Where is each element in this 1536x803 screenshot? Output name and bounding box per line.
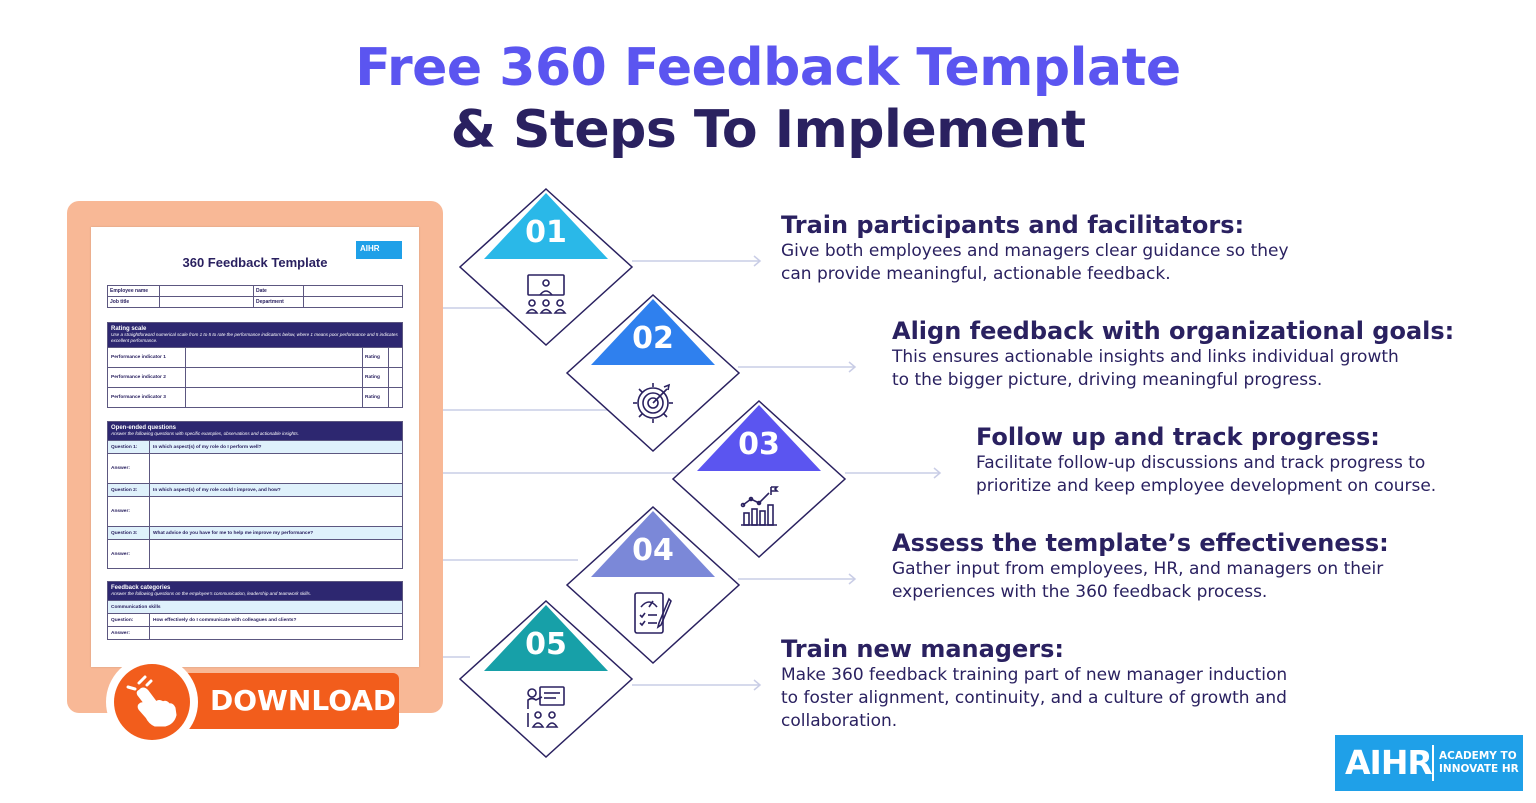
page-subtitle: & Steps To Implement [450, 100, 1086, 160]
step-02-number: 02 [632, 321, 674, 356]
step-05-triangle [484, 605, 608, 671]
step-02-triangle [591, 299, 715, 365]
step-01: 01 [458, 187, 634, 347]
step-05: 05 [458, 599, 634, 759]
growth-chart-icon [740, 486, 779, 526]
template-preview[interactable]: 360 Feedback Template AIHR Employee name… [91, 227, 419, 667]
step-05-title: Train new managers: [781, 635, 1064, 663]
step-04-title: Assess the template’s effectiveness: [892, 529, 1389, 557]
step-05-text: Train new managers: Make 360 feedback tr… [781, 635, 1288, 731]
employee-info-table: Employee name Date Job title Department [107, 285, 403, 308]
manager-training-icon [527, 686, 565, 728]
target-gear-icon [633, 383, 673, 423]
download-button[interactable] [160, 673, 399, 729]
step-03-title: Follow up and track progress: [976, 423, 1380, 451]
step-03: 03 [671, 399, 847, 559]
step-03-number: 03 [738, 427, 780, 462]
step-04-number: 04 [632, 533, 674, 568]
step-03-triangle [697, 405, 821, 471]
step-04-triangle [591, 511, 715, 577]
download-label[interactable]: DOWNLOAD [210, 684, 397, 717]
step-02: 02 [565, 293, 741, 453]
step-01-text: Train participants and facilitators: Giv… [781, 211, 1289, 284]
step-02-text: Align feedback with organizational goals… [892, 317, 1455, 390]
step-04: 04 [565, 505, 741, 665]
template-title: 360 Feedback Template [182, 255, 328, 270]
page-title: Free 360 Feedback Template [355, 38, 1181, 98]
step-01-triangle [484, 193, 608, 259]
pointing-hand-icon [126, 675, 177, 727]
step-04-text: Assess the template’s effectiveness: Gat… [892, 529, 1389, 602]
training-presentation-icon [525, 274, 567, 314]
assessment-checklist-icon [634, 592, 672, 634]
step-03-text: Follow up and track progress: Facilitate… [976, 423, 1437, 496]
template-logo: AIHR [356, 241, 402, 259]
step-01-title: Train participants and facilitators: [781, 211, 1245, 239]
step-01-number: 01 [525, 215, 567, 250]
step-02-title: Align feedback with organizational goals… [892, 317, 1455, 345]
step-05-number: 05 [525, 627, 567, 662]
